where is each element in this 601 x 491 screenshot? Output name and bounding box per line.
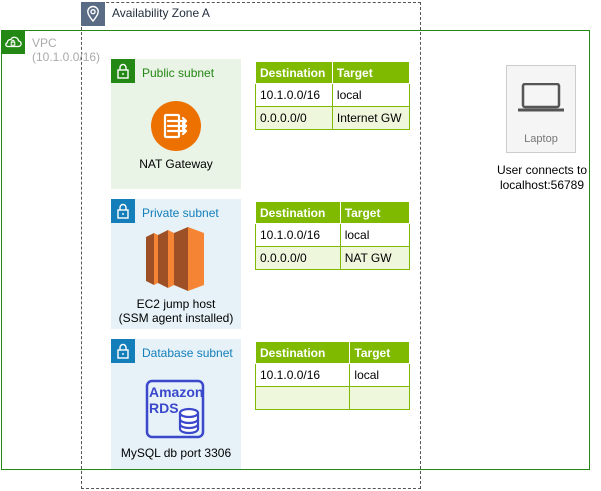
table-row: 10.1.0.0/16 local <box>255 223 411 247</box>
vpc-boundary <box>1 30 590 470</box>
availability-zone-label: Availability Zone A <box>112 6 210 20</box>
ec2-icon <box>144 227 208 291</box>
ec2-label-line2: (SSM agent installed) <box>118 311 234 325</box>
route-target-cell: NAT GW <box>339 246 411 270</box>
public-subnet-label: Public subnet <box>142 66 215 80</box>
rds-icon-text-amazon: Amazon <box>149 384 203 400</box>
laptop-caption-line2: localhost:56789 <box>499 178 585 192</box>
ec2-jump-host-label: EC2 jump host (SSM agent installed) <box>111 297 241 325</box>
private-route-table: Destination Target 10.1.0.0/16 local 0.0… <box>255 201 411 270</box>
mysql-db-label: MySQL db port 3306 <box>120 446 232 460</box>
database-subnet-label: Database subnet <box>142 346 233 360</box>
ec2-label-line1: EC2 jump host <box>136 297 216 311</box>
laptop-caption: User connects to localhost:56789 <box>486 163 598 193</box>
route-table-header-target: Target <box>349 341 410 364</box>
amazon-rds-icon: Amazon RDS <box>145 377 209 441</box>
availability-zone-boundary <box>81 2 421 489</box>
table-row <box>254 386 410 410</box>
route-destination-cell: 10.1.0.0/16 <box>254 363 351 387</box>
nat-gateway-icon <box>151 101 201 151</box>
lock-icon <box>111 59 135 83</box>
public-route-table: Destination Target 10.1.0.0/16 local 0.0… <box>255 61 411 130</box>
database-route-table: Destination Target 10.1.0.0/16 local <box>254 341 410 410</box>
route-target-cell: local <box>331 83 411 107</box>
table-row: 10.1.0.0/16 local <box>255 83 411 107</box>
route-target-cell: local <box>339 223 411 247</box>
public-subnet: Public subnet NAT Gateway <box>111 59 241 189</box>
table-row: 0.0.0.0/0 Internet GW <box>255 106 411 130</box>
lock-icon <box>111 199 135 223</box>
route-table-header-destination: Destination <box>254 341 351 364</box>
route-destination-cell <box>254 386 351 410</box>
laptop-label: Laptop <box>524 133 558 145</box>
laptop-icon <box>518 82 564 113</box>
laptop-caption-line1: User connects to <box>496 163 588 177</box>
route-table-header-target: Target <box>331 61 411 84</box>
route-table-header-destination: Destination <box>255 201 341 224</box>
vpc-name: VPC <box>32 36 57 50</box>
table-row: 0.0.0.0/0 NAT GW <box>255 246 411 270</box>
route-table-header-destination: Destination <box>255 61 333 84</box>
lock-icon <box>111 339 135 363</box>
rds-icon-text-rds: RDS <box>149 400 179 416</box>
route-target-cell <box>349 386 410 410</box>
vpc-cidr: (10.1.0.0/16) <box>32 50 101 64</box>
route-table-header-target: Target <box>339 201 411 224</box>
route-target-cell: local <box>349 363 410 387</box>
route-destination-cell: 10.1.0.0/16 <box>255 223 341 247</box>
database-subnet: Database subnet Amazon RDS MySQL db port… <box>111 339 241 469</box>
route-destination-cell: 10.1.0.0/16 <box>255 83 333 107</box>
table-row: 10.1.0.0/16 local <box>254 363 410 387</box>
private-subnet: Private subnet EC2 jump host (SSM agent … <box>111 199 241 329</box>
location-pin-icon <box>81 2 105 26</box>
route-destination-cell: 0.0.0.0/0 <box>255 106 333 130</box>
cloud-icon <box>1 30 25 54</box>
vpc-title: VPC (10.1.0.0/16) <box>32 36 100 64</box>
private-subnet-label: Private subnet <box>142 206 219 220</box>
laptop-node <box>506 65 576 153</box>
route-target-cell: Internet GW <box>331 106 411 130</box>
nat-gateway-label: NAT Gateway <box>139 157 213 171</box>
route-destination-cell: 0.0.0.0/0 <box>255 246 341 270</box>
